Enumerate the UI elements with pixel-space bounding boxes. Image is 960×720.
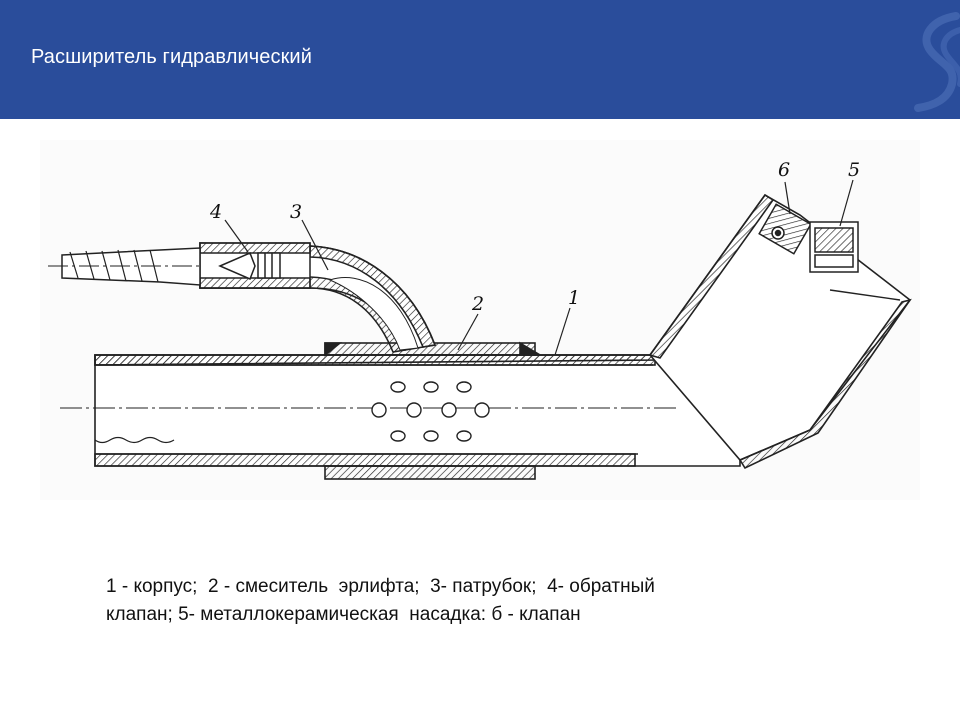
slide-header: Расширитель гидравлический — [0, 0, 960, 119]
mixer-holes — [371, 381, 490, 442]
caption-line-1: 1 - корпус; 2 - смеситель эрлифта; 3- па… — [106, 576, 655, 597]
main-body-pipe — [60, 354, 741, 467]
valve-6 — [758, 203, 812, 255]
callout-leaders — [224, 179, 854, 356]
hose-fitting — [48, 247, 201, 286]
callout-3: 3 — [290, 201, 302, 223]
logo-mark-icon — [914, 12, 960, 112]
callout-2: 2 — [471, 293, 484, 315]
callout-1: 1 — [568, 287, 580, 309]
caption-line-2: клапан; 5- металлокерамическая насадка: … — [106, 604, 581, 625]
airlift-mixer-sleeve — [324, 341, 543, 480]
check-valve-4 — [199, 242, 311, 289]
diagram-caption: 1 - корпус; 2 - смеситель эрлифта; 3- па… — [106, 573, 866, 629]
slide-title: Расширитель гидравлический — [31, 46, 312, 68]
nozzle-5 — [809, 221, 859, 273]
expander-drawing: 1 2 3 4 6 5 — [40, 140, 920, 500]
callout-4: 4 — [209, 201, 222, 223]
callout-5: 5 — [848, 159, 860, 181]
callout-6: 6 — [778, 159, 790, 181]
